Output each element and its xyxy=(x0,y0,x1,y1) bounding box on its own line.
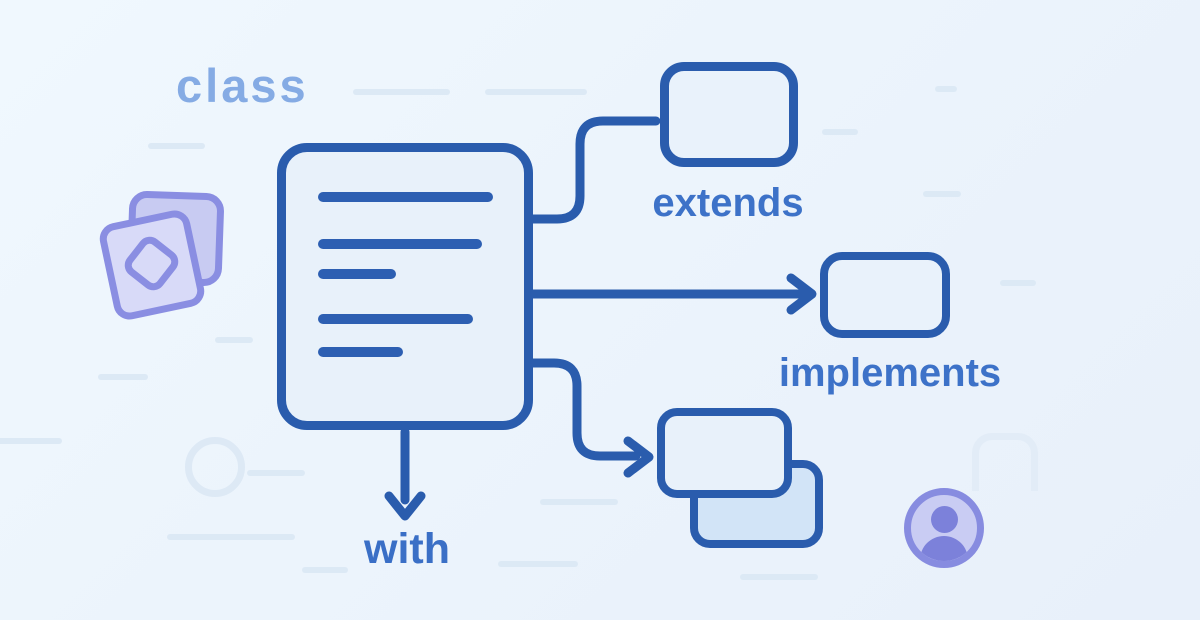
decor-line xyxy=(247,470,305,476)
text-line xyxy=(318,347,403,357)
text-line xyxy=(318,314,473,324)
class-label: class xyxy=(176,59,309,112)
decor-line xyxy=(923,191,961,197)
extends-node xyxy=(660,62,798,167)
connector-extends xyxy=(528,116,661,224)
connector-with-arrowhead xyxy=(623,436,654,478)
decor-line xyxy=(215,337,253,343)
avatar-shoulders xyxy=(920,536,968,561)
connector-with-line xyxy=(528,358,641,461)
text-line xyxy=(318,269,396,279)
decor-line xyxy=(822,129,858,135)
decor-line xyxy=(498,561,578,567)
decor-line xyxy=(167,534,295,540)
implements-node xyxy=(820,252,950,338)
mixin-node-front xyxy=(657,408,792,498)
decor-line xyxy=(148,143,205,149)
decor-line xyxy=(540,499,618,505)
implements-label: implements xyxy=(778,351,1002,395)
decor-line xyxy=(302,567,348,573)
class-node xyxy=(277,143,533,430)
decor-line xyxy=(98,374,148,380)
text-line xyxy=(318,239,482,249)
decor-line xyxy=(1000,280,1036,286)
with-label: with xyxy=(364,525,450,573)
decor-line xyxy=(740,574,818,580)
decor-line xyxy=(935,86,957,92)
decor-line xyxy=(485,89,587,95)
avatar-head xyxy=(931,506,958,533)
decor-rounded-outline xyxy=(972,433,1038,491)
decor-line xyxy=(353,89,450,95)
decor-circle xyxy=(185,437,245,497)
person-avatar-icon xyxy=(904,488,984,568)
extends-label: extends xyxy=(652,181,804,225)
connector-implements-arrowhead xyxy=(786,273,817,315)
connector-down-arrowhead xyxy=(384,491,426,521)
text-line xyxy=(318,192,493,202)
decor-line xyxy=(0,438,62,444)
